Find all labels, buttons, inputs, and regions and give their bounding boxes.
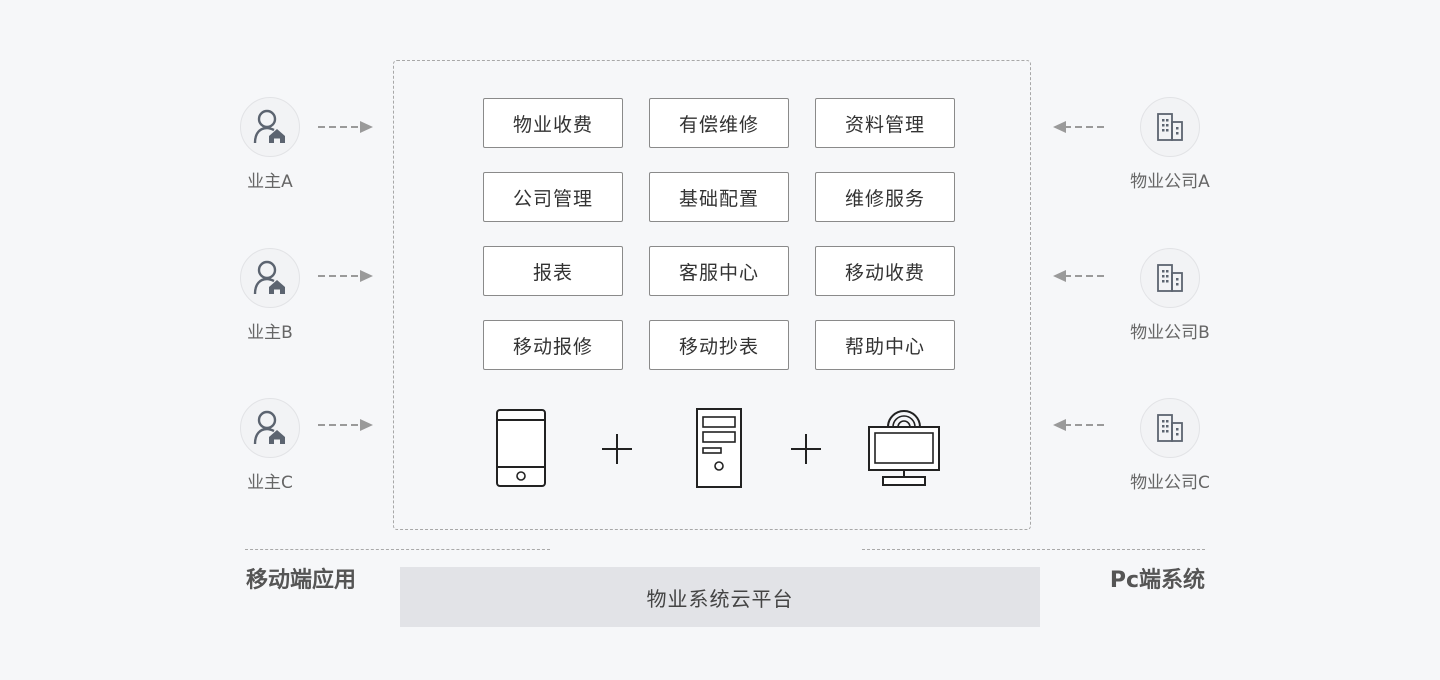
arrow-right-icon xyxy=(318,121,373,133)
owner-home-icon xyxy=(253,410,285,445)
plus-icon xyxy=(791,434,821,464)
desktop-icon xyxy=(868,410,940,486)
cloud-platform-label: 物业系统云平台 xyxy=(646,586,794,611)
module-box: 帮助中心 xyxy=(815,320,955,370)
company-node: 物业公司A xyxy=(1120,97,1220,192)
platform-box xyxy=(393,60,1031,530)
mobile-title: 移动端应用 xyxy=(246,568,357,593)
owner-home-icon xyxy=(253,260,285,295)
pc-divider xyxy=(862,549,1205,550)
owner-node: 业主A xyxy=(220,97,320,192)
owner-node: 业主B xyxy=(220,248,320,343)
mobile-divider xyxy=(245,549,550,550)
module-box: 基础配置 xyxy=(649,172,789,222)
company-label: 物业公司B xyxy=(1130,323,1210,343)
module-box: 移动报修 xyxy=(483,320,623,370)
company-label: 物业公司A xyxy=(1130,172,1210,192)
cloud-platform-bar: 物业系统云平台 xyxy=(400,567,1040,627)
owner-label: 业主A xyxy=(247,172,293,192)
module-box: 公司管理 xyxy=(483,172,623,222)
company-label: 物业公司C xyxy=(1130,473,1210,493)
module-box: 资料管理 xyxy=(815,98,955,148)
module-box: 移动收费 xyxy=(815,246,955,296)
module-box: 移动抄表 xyxy=(649,320,789,370)
arrow-left-icon xyxy=(1053,121,1108,133)
building-icon xyxy=(1157,414,1183,442)
arrow-left-icon xyxy=(1053,419,1108,431)
module-box: 有偿维修 xyxy=(649,98,789,148)
module-box: 客服中心 xyxy=(649,246,789,296)
module-box: 物业收费 xyxy=(483,98,623,148)
owner-label: 业主C xyxy=(247,473,293,493)
building-icon xyxy=(1157,264,1183,292)
arrow-right-icon xyxy=(318,270,373,282)
owner-node: 业主C xyxy=(220,398,320,493)
pc-title: Pc端系统 xyxy=(1109,568,1205,593)
arrow-left-icon xyxy=(1053,270,1108,282)
building-icon xyxy=(1157,113,1183,141)
owner-label: 业主B xyxy=(247,323,293,343)
module-box: 维修服务 xyxy=(815,172,955,222)
company-node: 物业公司B xyxy=(1120,248,1220,343)
server-icon xyxy=(696,408,742,488)
plus-icon xyxy=(602,434,632,464)
company-node: 物业公司C xyxy=(1120,398,1220,493)
module-box: 报表 xyxy=(483,246,623,296)
arrow-right-icon xyxy=(318,419,373,431)
tablet-icon xyxy=(496,409,546,487)
owner-home-icon xyxy=(253,109,285,144)
